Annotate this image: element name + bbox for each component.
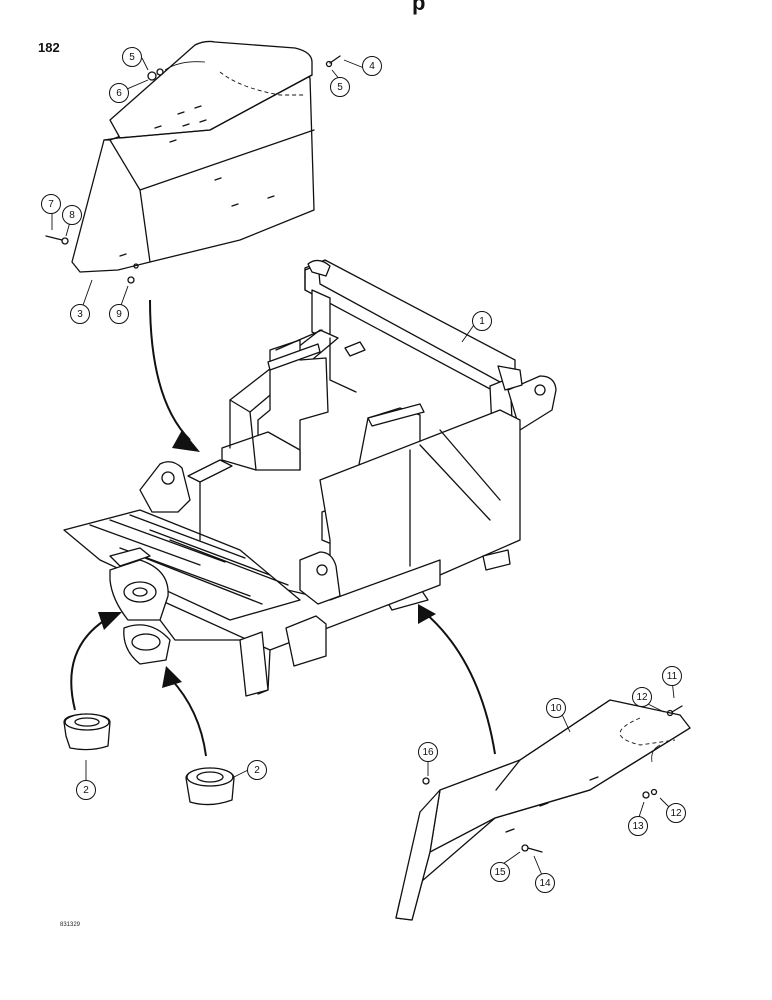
callout-circle: [62, 205, 82, 225]
callout-label: 7: [48, 199, 54, 210]
callout-9: 9: [109, 304, 129, 324]
callout-7: 7: [41, 194, 61, 214]
callout-circle: [109, 83, 129, 103]
main-frame-part: [63, 259, 557, 697]
callout-circle: [330, 77, 350, 97]
callout-4: 4: [362, 56, 382, 76]
lower-shield-part: [395, 699, 691, 921]
callout-label: 2: [83, 785, 89, 796]
callout-circle: [535, 873, 555, 893]
callout-circle: [546, 698, 566, 718]
callout-11: 11: [662, 666, 682, 686]
top-cover-part: [45, 40, 341, 284]
page-number: 182: [38, 40, 60, 55]
callout-circle: [41, 194, 61, 214]
callout-label: 8: [69, 210, 75, 221]
callout-13: 13: [628, 816, 648, 836]
callout-10: 10: [546, 698, 566, 718]
callout-label: 12: [670, 808, 682, 819]
callout-circle: [362, 56, 382, 76]
callout-label: 1: [479, 316, 485, 327]
callout-label: 3: [77, 309, 83, 320]
callout-circle: [70, 304, 90, 324]
callout-6: 6: [109, 83, 129, 103]
callout-circle: [632, 687, 652, 707]
callout-label: 9: [116, 309, 122, 320]
callout-label: 5: [129, 52, 135, 63]
callout-circle: [109, 304, 129, 324]
page-heading-fragment: p: [412, 0, 426, 15]
callout-8: 8: [62, 205, 82, 225]
callout-16: 16: [418, 742, 438, 762]
callout-circle: [490, 862, 510, 882]
callout-12: 12: [666, 803, 686, 823]
callout-5: 5: [122, 47, 142, 67]
callout-label: 5: [337, 82, 343, 93]
callout-circle: [247, 760, 267, 780]
callout-label: 2: [254, 765, 260, 776]
callout-circle: [76, 780, 96, 800]
callout-label: 12: [636, 692, 648, 703]
callout-circle: [666, 803, 686, 823]
callout-label: 16: [422, 747, 434, 758]
callout-circle: [628, 816, 648, 836]
assembly-arrows: [70, 299, 496, 757]
callout-label: 6: [116, 88, 122, 99]
callout-2: 2: [76, 780, 96, 800]
bushing-right-part: [185, 767, 235, 806]
callout-label: 13: [632, 821, 644, 832]
callout-1: 1: [472, 311, 492, 331]
callout-5: 5: [330, 77, 350, 97]
callout-12: 12: [632, 687, 652, 707]
callout-label: 14: [539, 878, 551, 889]
bushing-left-part: [63, 713, 111, 751]
callout-circle: [662, 666, 682, 686]
callout-2: 2: [247, 760, 267, 780]
callout-label: 4: [369, 61, 375, 72]
callout-3: 3: [70, 304, 90, 324]
catalog-number: 831329: [60, 922, 81, 928]
callout-label: 10: [550, 703, 562, 714]
callout-15: 15: [490, 862, 510, 882]
callout-label: 15: [494, 867, 506, 878]
callout-label: 11: [667, 671, 678, 682]
callout-14: 14: [535, 873, 555, 893]
callout-circle: [122, 47, 142, 67]
callout-circle: [418, 742, 438, 762]
callout-circle: [472, 311, 492, 331]
